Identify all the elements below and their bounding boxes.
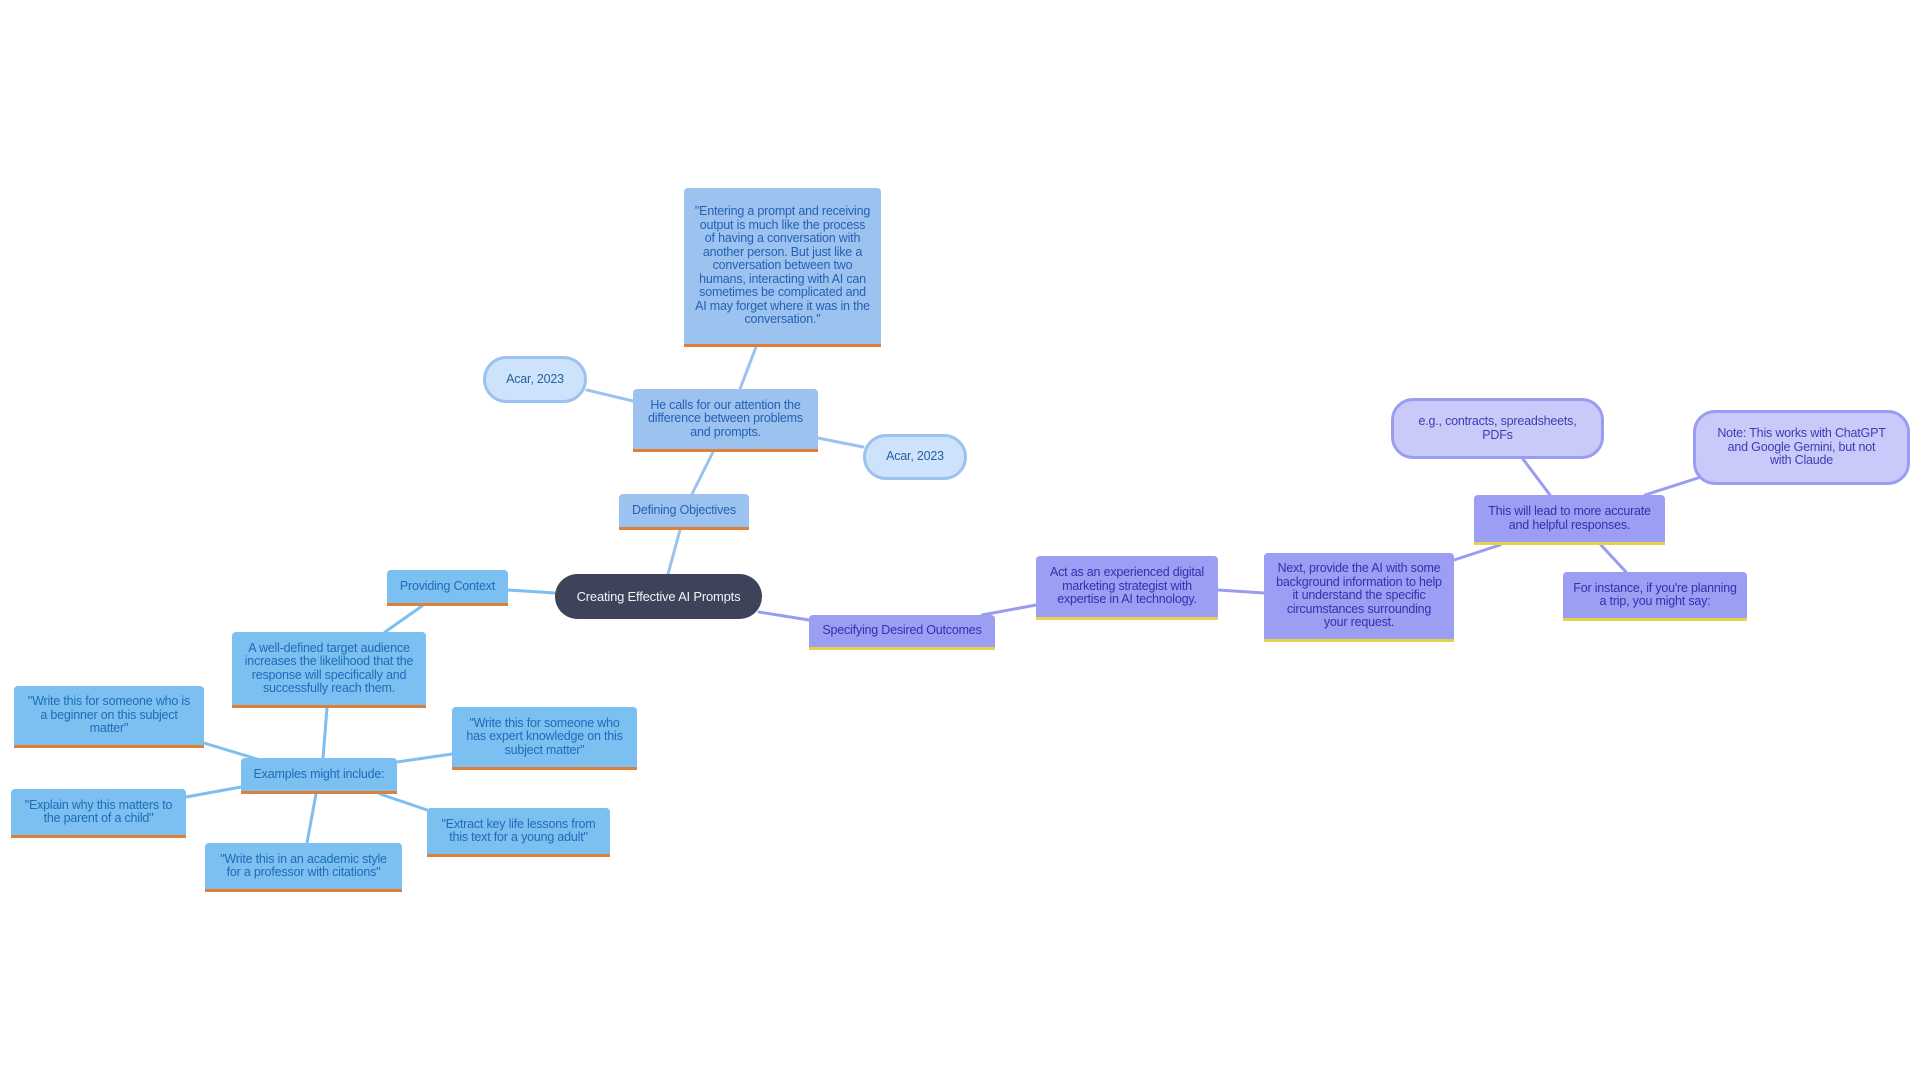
node-example-explain[interactable]: "Explain why this matters to the parent … [11,789,186,838]
edge-attention-acar-right [816,436,865,449]
node-act-as-strategist[interactable]: Act as an experienced digital marketing … [1036,556,1218,620]
edge-root-defining [666,528,682,576]
edge-attention-quote [738,345,758,391]
node-example-extract[interactable]: "Extract key life lessons from this text… [427,808,610,857]
edge-root-context [506,588,557,595]
edge-lead-note [1643,475,1703,497]
node-label: A well-defined target audience increases… [244,640,414,695]
node-label: For instance, if you're planning a trip,… [1573,580,1737,608]
edge-examples-academic [305,792,318,845]
node-label: This will lead to more accurate and help… [1488,504,1651,532]
node-providing-context[interactable]: Providing Context [387,570,508,606]
edge-context-audience [383,604,424,634]
node-target-audience[interactable]: A well-defined target audience increases… [232,632,426,708]
node-label: Examples might include: [253,766,385,781]
edge-lead-eg [1521,457,1552,497]
node-trip-instance[interactable]: For instance, if you're planning a trip,… [1563,572,1747,621]
node-accurate-responses[interactable]: This will lead to more accurate and help… [1474,495,1665,545]
edge-examples-explain [184,785,243,799]
node-label: "Entering a prompt and receiving output … [694,204,871,327]
edge-outcomes-actas [980,603,1038,617]
root-node[interactable]: Creating Effective AI Prompts [555,574,762,619]
node-citation-left[interactable]: Acar, 2023 [483,356,587,403]
root-label: Creating Effective AI Prompts [576,588,741,604]
edge-actas-next [1216,588,1266,595]
node-label: Note: This works with ChatGPT and Google… [1717,426,1886,468]
edge-examples-extract [378,792,435,814]
node-label: "Write this for someone who has expert k… [466,715,623,757]
edge-attention-acar-left [585,388,635,403]
edge-defining-attention [690,450,715,496]
node-background-information[interactable]: Next, provide the AI with some backgroun… [1264,553,1454,642]
node-defining-objectives[interactable]: Defining Objectives [619,494,749,530]
node-compatibility-note[interactable]: Note: This works with ChatGPT and Google… [1693,410,1910,485]
node-label: Acar, 2023 [506,371,564,386]
edge-lead-instance [1599,543,1628,574]
node-citation-right[interactable]: Acar, 2023 [863,434,967,480]
node-example-beginner[interactable]: "Write this for someone who is a beginne… [14,686,204,748]
node-label: Next, provide the AI with some backgroun… [1276,561,1442,630]
node-label: Specifying Desired Outcomes [822,623,982,638]
node-label: He calls for our attention the differenc… [648,397,803,439]
node-label: "Write this in an academic style for a p… [220,851,387,879]
edge-examples-expert [395,752,454,764]
node-label: Acar, 2023 [886,449,944,464]
node-specifying-desired-outcomes[interactable]: Specifying Desired Outcomes [809,615,995,650]
node-label: "Extract key life lessons from this text… [441,816,596,844]
edge-root-outcomes [757,610,811,622]
node-attention-problems-prompts[interactable]: He calls for our attention the differenc… [633,389,818,452]
node-example-academic[interactable]: "Write this in an academic style for a p… [205,843,402,892]
node-label: Providing Context [399,578,496,593]
edge-next-lead [1452,543,1502,562]
node-label: Defining Objectives [632,502,736,517]
node-label: e.g., contracts, spreadsheets, PDFs [1418,414,1577,442]
node-eg-file-types[interactable]: e.g., contracts, spreadsheets, PDFs [1391,398,1604,459]
node-example-expert[interactable]: "Write this for someone who has expert k… [452,707,637,770]
node-label: Act as an experienced digital marketing … [1049,565,1205,607]
edge-audience-examples [321,706,329,760]
node-conversation-quote[interactable]: "Entering a prompt and receiving output … [684,188,881,347]
node-label: "Write this for someone who is a beginne… [27,694,191,736]
node-examples-might-include[interactable]: Examples might include: [241,758,397,794]
node-label: "Explain why this matters to the parent … [24,797,173,825]
